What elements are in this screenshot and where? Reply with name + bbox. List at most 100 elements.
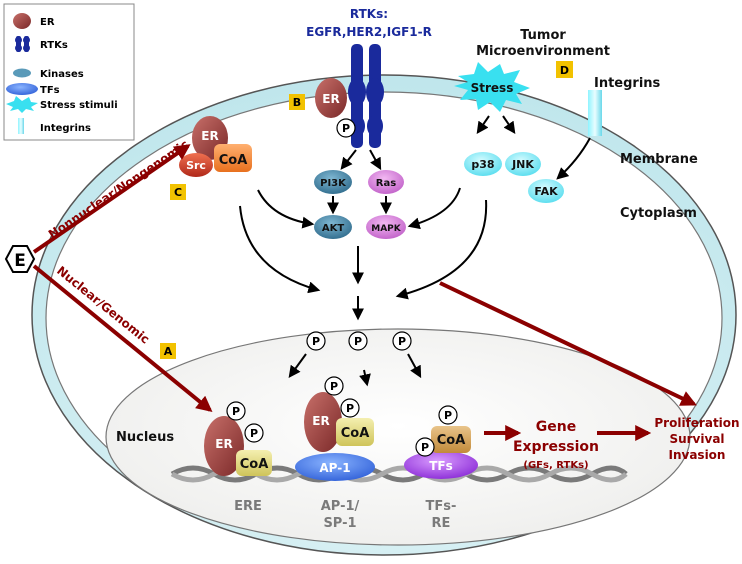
estrogen-hexagon xyxy=(4,245,36,273)
er-nuclear-ere xyxy=(204,416,244,476)
phospho-label: P xyxy=(421,441,429,454)
badge-b xyxy=(289,94,305,110)
legend-label: ER xyxy=(40,17,55,28)
tf-oval-icon xyxy=(6,83,38,95)
coa-label: CoA xyxy=(240,457,269,472)
ras-label: Ras xyxy=(376,178,396,189)
gene-expression-label-line2: Expression xyxy=(513,439,599,455)
phospho-circle xyxy=(306,331,326,351)
er-membrane xyxy=(315,78,347,118)
src-label: Src xyxy=(186,159,206,172)
jnk-kinase xyxy=(505,152,541,176)
akt-kinase xyxy=(314,215,352,239)
phospho-label: P xyxy=(232,405,240,418)
legend-label: Integrins xyxy=(40,123,91,134)
badge-d-label: D xyxy=(560,64,569,77)
phospho-circle xyxy=(244,423,264,443)
badge-d xyxy=(556,61,573,78)
ap1-sp1-label-line2: SP-1 xyxy=(323,516,356,531)
nucleus-label: Nucleus xyxy=(116,430,174,445)
er-label: ER xyxy=(201,129,218,143)
phospho-label: P xyxy=(342,122,350,135)
integrins-label: Integrins xyxy=(594,76,661,91)
stress-burst xyxy=(454,62,530,112)
estrogen-label: E xyxy=(14,251,26,271)
gene-expression-targets: (GFs, RTKs) xyxy=(523,460,588,471)
cytoplasm-label: Cytoplasm xyxy=(620,206,697,221)
fak-kinase xyxy=(528,179,564,203)
coa-label: CoA xyxy=(437,433,466,448)
phospho-circle xyxy=(324,376,344,396)
legend-label: Kinases xyxy=(40,69,84,80)
er-nuclear-ap1 xyxy=(304,392,342,452)
badge-b-label: B xyxy=(293,96,301,109)
fak-label: FAK xyxy=(534,185,558,198)
er-label: ER xyxy=(215,437,232,451)
phospho-circle xyxy=(340,398,360,418)
er-oval-icon xyxy=(13,13,31,29)
pi3k-label: PI3K xyxy=(320,178,347,189)
phospho-label: P xyxy=(398,335,406,348)
coa-box-ap1 xyxy=(336,418,374,446)
phospho-label: P xyxy=(354,335,362,348)
phospho-label: P xyxy=(250,427,258,440)
coa-label: CoA xyxy=(219,153,248,168)
legend-label: RTKs xyxy=(40,40,68,51)
membrane-label: Membrane xyxy=(620,152,698,167)
ap1-label: AP-1 xyxy=(319,461,350,475)
tf-factor xyxy=(404,451,478,479)
phospho-circle xyxy=(392,331,412,351)
coa-label: CoA xyxy=(341,426,370,441)
badge-a xyxy=(160,343,176,359)
coa-box-c xyxy=(214,144,252,172)
phospho-row: P P P xyxy=(306,331,412,351)
legend-label: TFs xyxy=(40,85,60,96)
rtk-receptor-icon xyxy=(15,36,30,52)
p38-kinase xyxy=(464,152,502,176)
mapk-kinase xyxy=(366,215,406,239)
nucleus xyxy=(105,328,691,546)
outcome-survival: Survival xyxy=(669,432,724,446)
signaling-arrows xyxy=(239,115,591,387)
phospho-label: P xyxy=(444,409,452,422)
microenvironment-label: Microenvironment xyxy=(476,44,610,59)
ras-kinase xyxy=(368,170,404,194)
badge-c-label: C xyxy=(174,186,182,199)
tumor-label: Tumor xyxy=(520,28,566,43)
tfs-re-label-line2: RE xyxy=(432,516,451,531)
rtk-title-members: EGFR,HER2,IGF1-R xyxy=(306,25,432,39)
phospho-circle xyxy=(348,331,368,351)
kinase-oval-icon xyxy=(13,68,31,78)
akt-label: AKT xyxy=(322,223,344,234)
mapk-label: MAPK xyxy=(371,224,402,234)
red-pathway-arrows xyxy=(32,144,697,441)
er-label: ER xyxy=(322,92,339,106)
outcome-invasion: Invasion xyxy=(669,448,726,462)
tfs-label: TFs xyxy=(429,459,453,473)
phospho-circle xyxy=(226,401,246,421)
phospho-label: P xyxy=(312,335,320,348)
phospho-label: P xyxy=(330,380,338,393)
ap1-factor xyxy=(295,453,375,481)
badge-c xyxy=(170,184,186,200)
outcome-proliferation: Proliferation xyxy=(654,416,739,430)
integrin-bar xyxy=(588,90,602,136)
legend-label: Stress stimuli xyxy=(40,100,118,111)
integrin-bar-icon xyxy=(18,118,24,134)
stress-label: Stress xyxy=(471,81,514,95)
ap1-sp1-label: AP-1/ xyxy=(321,499,360,514)
tfs-re-label: TFs- xyxy=(426,499,457,514)
phospho-circle xyxy=(415,437,435,457)
jnk-label: JNK xyxy=(511,158,534,171)
p38-label: p38 xyxy=(471,158,494,171)
phospho-circle xyxy=(336,118,356,138)
stress-burst-icon xyxy=(6,96,38,113)
er-label: ER xyxy=(312,414,329,428)
badge-a-label: A xyxy=(164,345,173,358)
gene-expression-label: Gene xyxy=(536,419,576,435)
coa-box-ere xyxy=(236,450,272,476)
ere-label: ERE xyxy=(234,499,262,514)
phospho-circle xyxy=(438,405,458,425)
